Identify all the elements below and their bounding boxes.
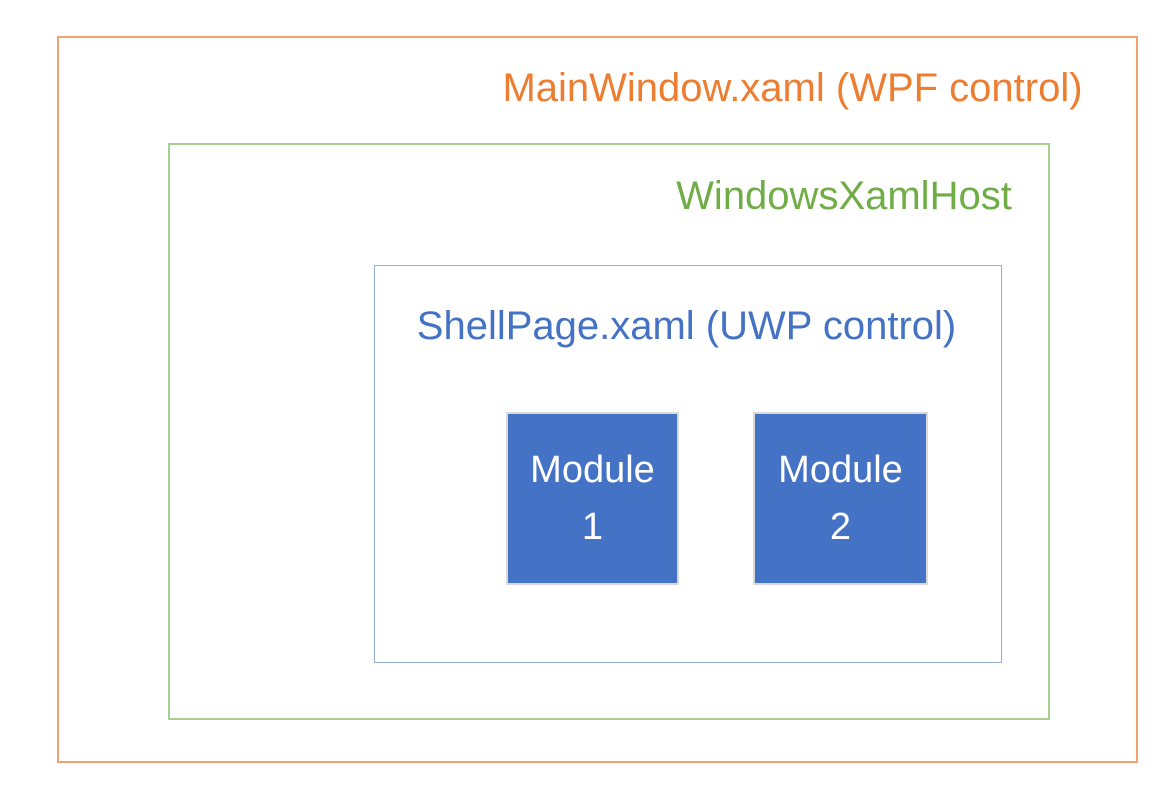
shellpage-box: ShellPage.xaml (UWP control) Module 1 Mo… [374, 265, 1002, 663]
module-1-box: Module 1 [506, 412, 679, 585]
module-1-label: Module 1 [530, 448, 655, 548]
module-2-box: Module 2 [753, 412, 928, 585]
windowsxamlhost-label: WindowsXamlHost [676, 174, 1012, 218]
mainwindow-box: MainWindow.xaml (WPF control) WindowsXam… [57, 36, 1138, 763]
windowsxamlhost-box: WindowsXamlHost ShellPage.xaml (UWP cont… [168, 143, 1050, 720]
mainwindow-label: MainWindow.xaml (WPF control) [502, 66, 1083, 110]
module-2-label: Module 2 [778, 448, 903, 548]
shellpage-label: ShellPage.xaml (UWP control) [416, 304, 957, 348]
